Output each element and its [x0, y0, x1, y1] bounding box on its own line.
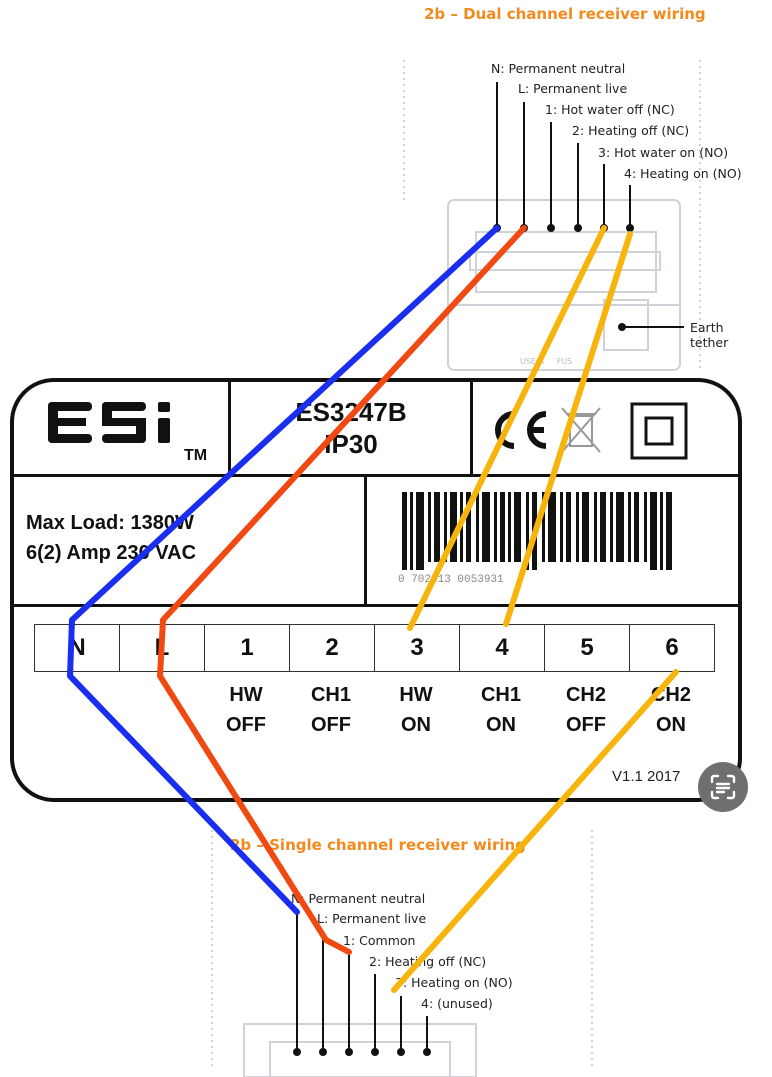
live-wire — [157, 225, 527, 955]
bottom-terminal-label-4: 4: (unused) — [421, 996, 493, 1011]
terminal-label-1: 1: Hot water off (NC) — [545, 102, 675, 117]
neutral-wire — [67, 225, 500, 915]
trademark-mark: TM — [184, 447, 208, 464]
text-scan-button[interactable] — [698, 762, 748, 812]
bottom-terminal-label-n: N: Permanent neutral — [291, 891, 426, 906]
earth-label-2: tether — [690, 335, 729, 350]
receiver-faint-text: USE A FUS — [520, 357, 572, 366]
text-scan-icon — [710, 774, 736, 800]
bottom-terminal-label-1: 1: Common — [343, 933, 416, 948]
ce-mark-icon — [495, 411, 547, 449]
version-label: V1.1 2017 — [612, 768, 681, 785]
terminal-label-2: 2: Heating off (NC) — [572, 123, 690, 138]
panel-vdivider-2 — [470, 380, 473, 476]
heating-on-wire — [503, 231, 633, 627]
panel-vdivider-3 — [364, 476, 367, 606]
panel-vdivider-1 — [228, 380, 231, 476]
class-ii-icon — [630, 402, 688, 460]
max-load-text: Max Load: 1380W — [26, 512, 194, 534]
panel-divider-2 — [12, 604, 738, 607]
terminal-label-4: 4: Heating on (NO) — [624, 166, 742, 181]
barcode-digits: 0 702813 0053931 — [398, 574, 504, 586]
barcode — [402, 492, 672, 570]
ch2-on-wire — [391, 669, 679, 993]
panel-divider-1 — [12, 474, 738, 477]
earth-label: Earth — [690, 320, 724, 335]
bottom-terminal-label-2: 2: Heating off (NC) — [369, 954, 487, 969]
hot-water-on-wire — [407, 225, 607, 631]
compliance-marks — [495, 402, 688, 460]
bottom-diagram-title: 2b – Single channel receiver wiring — [230, 836, 526, 854]
terminal-label-l: L: Permanent live — [518, 81, 628, 96]
esi-logo — [48, 402, 170, 443]
terminal-cell-6: 6 — [629, 624, 715, 672]
terminal-label-n: N: Permanent neutral — [491, 61, 626, 76]
single-receiver-outline — [211, 830, 593, 1077]
bottom-terminal-label-l: L: Permanent live — [317, 911, 427, 926]
bottom-terminal-label-3: 3: Heating on (NO) — [395, 975, 513, 990]
terminal-label-3: 3: Hot water on (NO) — [598, 145, 729, 160]
top-diagram-title: 2b – Dual channel receiver wiring — [424, 5, 706, 23]
